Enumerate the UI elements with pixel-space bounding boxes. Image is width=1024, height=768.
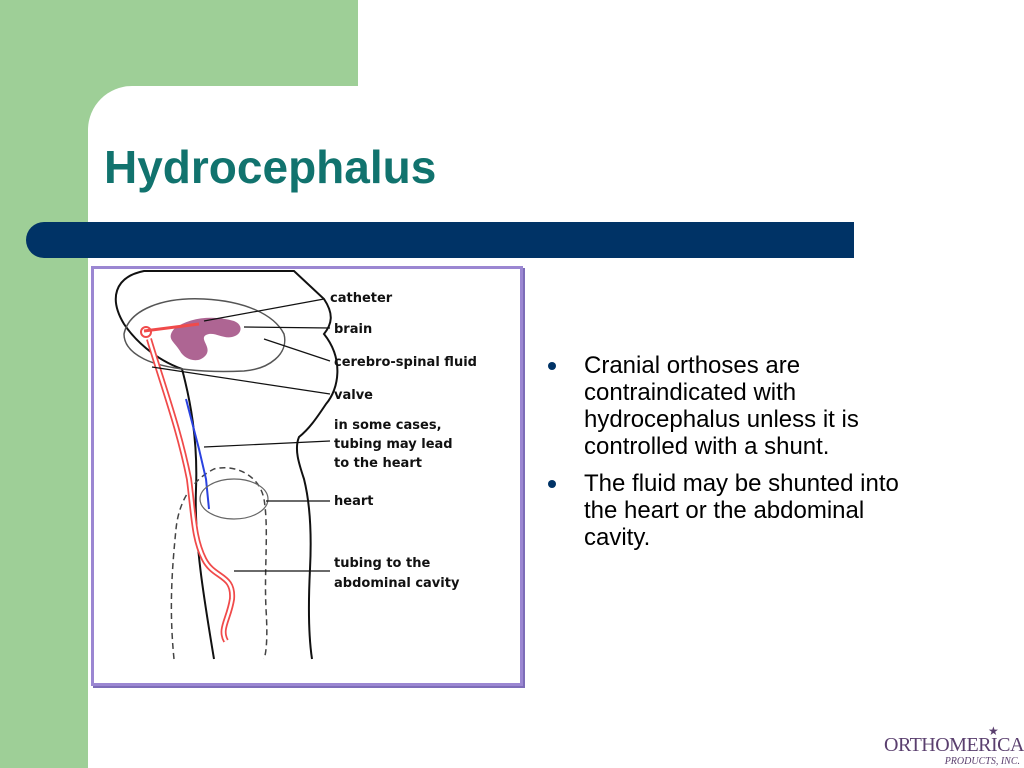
label-catheter: catheter <box>330 291 393 306</box>
slide-title: Hydrocephalus <box>104 141 437 193</box>
label-valve: valve <box>334 388 373 403</box>
label-cases-line2: tubing may lead <box>334 437 453 452</box>
inner-body-outline <box>170 467 268 660</box>
label-csf: cerebro-spinal fluid <box>334 355 477 370</box>
title-underline-bar <box>26 222 854 258</box>
label-cases-line3: to the heart <box>334 456 422 471</box>
logo-subtitle: PRODUCTS, INC. <box>944 756 1020 767</box>
green-frame-strip <box>0 0 88 768</box>
orthomerica-logo: ★ ORTHOMERICA® PRODUCTS, INC. <box>884 724 1024 768</box>
bullet-item: Cranial orthoses are contraindicated wit… <box>546 352 926 460</box>
bullet-dot-icon <box>548 362 556 370</box>
hydrocephalus-diagram: catheter brain cerebro-spinal fluid valv… <box>91 266 523 686</box>
diagram-svg: catheter brain cerebro-spinal fluid valv… <box>114 270 477 660</box>
leader-cases <box>203 440 331 448</box>
catheter-line <box>143 322 200 333</box>
bullet-dot-icon <box>548 480 556 488</box>
brain-outline <box>123 298 286 373</box>
leader-csf <box>263 338 331 362</box>
bullet-text: The fluid may be shunted into the heart … <box>584 470 899 551</box>
label-abd-line2: abdominal cavity <box>334 576 460 591</box>
label-heart: heart <box>334 494 373 509</box>
star-icon: ★ <box>988 724 999 738</box>
leader-brain <box>243 326 331 329</box>
brain-ventricles <box>170 317 241 361</box>
leader-catheter <box>203 298 325 322</box>
label-abd-line1: tubing to the <box>334 556 430 571</box>
bullet-list: Cranial orthoses are contraindicated wit… <box>546 352 926 561</box>
bullet-item: The fluid may be shunted into the heart … <box>546 470 926 551</box>
white-top-area <box>358 0 1024 86</box>
logo-name: ORTHOMERICA® <box>884 734 1024 756</box>
leader-valve <box>151 366 331 395</box>
label-cases-line1: in some cases, <box>334 418 442 433</box>
bullet-text: Cranial orthoses are contraindicated wit… <box>584 352 859 460</box>
valve-point <box>140 326 152 338</box>
heart-shape <box>199 478 269 520</box>
heart-tubing <box>185 398 210 510</box>
label-brain: brain <box>334 322 372 337</box>
body-outline <box>114 270 339 660</box>
abdominal-tubing-inner <box>147 338 234 642</box>
